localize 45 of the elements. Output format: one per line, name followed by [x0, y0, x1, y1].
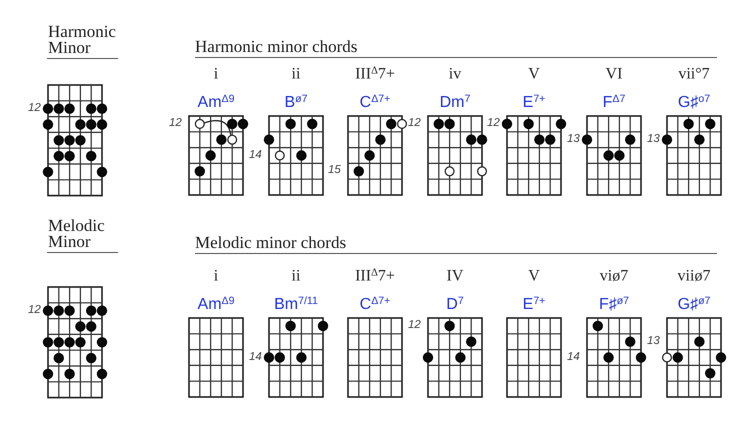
fret-number: 13	[647, 132, 660, 147]
fret-number: 12	[28, 102, 41, 116]
chord-name: E$^{7+}$	[522, 294, 546, 316]
chord-name: B$^{ø7}$	[284, 92, 308, 114]
chord-name: E$^{7+}$	[522, 92, 546, 114]
roman-numeral: i	[214, 64, 218, 85]
roman-numeral: III$^{Δ}$7+	[355, 266, 395, 287]
chord-name: D$^{7}$	[446, 294, 464, 316]
chord-name: C$^{Δ7+}$	[360, 92, 390, 114]
chord-name: G♯$^{o7}$	[678, 92, 710, 114]
roman-numeral: viø7	[600, 266, 628, 287]
roman-numeral: ii	[292, 266, 300, 287]
chord-name: F$^{Δ7}$	[602, 92, 626, 114]
chord-name: F♯$^{ø7}$	[598, 294, 630, 316]
roman-numeral: VI	[606, 64, 622, 85]
chord-name: G♯$^{ø7}$	[678, 294, 710, 316]
section-heading: Melodic minor chords	[195, 232, 346, 254]
fret-number: 12	[487, 117, 500, 131]
roman-numeral: III$^{Δ}$7+	[355, 64, 395, 85]
chord-name: Am$^{Δ9}$	[198, 92, 234, 114]
fret-number: 14	[249, 350, 262, 364]
chord-name: Am$^{Δ9}$	[198, 294, 234, 316]
roman-numeral: iv	[448, 64, 462, 85]
fret-number: 12	[408, 117, 421, 131]
chord-name: C$^{Δ7+}$	[360, 294, 390, 316]
fret-number: 14	[249, 148, 262, 162]
chord-name: Bm$^{7/11}$	[274, 294, 318, 316]
roman-numeral: ii	[292, 64, 300, 85]
fret-number: 13	[567, 132, 580, 147]
fret-number: 12	[169, 117, 182, 131]
roman-numeral: V	[528, 64, 540, 85]
chord-name: Dm$^{7}$	[440, 92, 470, 114]
roman-numeral: viiø7	[678, 266, 710, 287]
roman-numeral: vii°7	[678, 64, 710, 85]
scale-heading: Harmonic Minor	[48, 24, 116, 56]
roman-numeral: V	[528, 266, 540, 287]
section-heading: Harmonic minor chords	[195, 36, 358, 58]
fret-number: 15	[328, 164, 341, 178]
roman-numeral: IV	[446, 266, 464, 287]
fret-number: 12	[28, 304, 41, 318]
scale-heading: Melodic Minor	[48, 218, 105, 250]
fret-number: 13	[647, 334, 660, 349]
fret-number: 14	[567, 350, 580, 364]
roman-numeral: i	[214, 266, 218, 287]
fret-number: 12	[408, 319, 421, 333]
